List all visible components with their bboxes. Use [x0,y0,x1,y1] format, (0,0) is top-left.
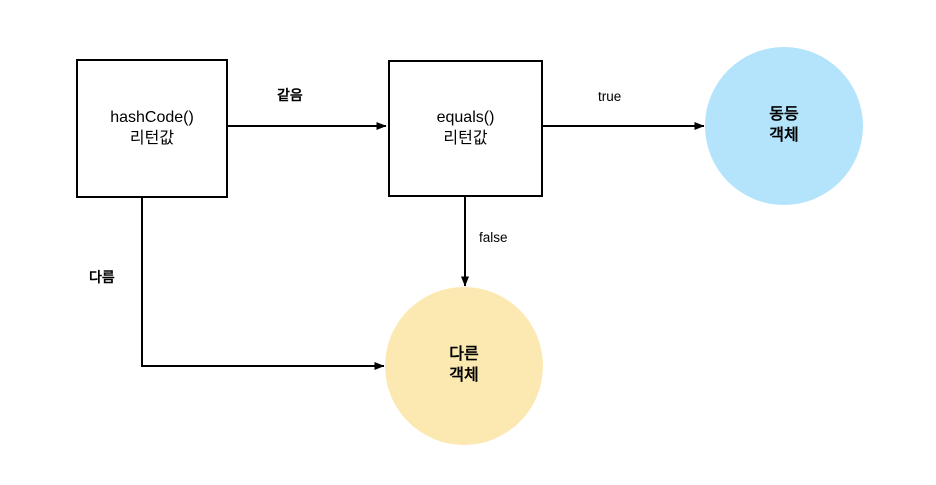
node-hashcode-box[interactable]: hashCode() 리턴값 [76,59,228,198]
node-equals-line1: equals() [436,108,495,126]
node-equals-box[interactable]: equals() 리턴값 [388,60,543,197]
node-hashcode-line2: 리턴값 [129,129,175,147]
node-equal-object-line2: 객체 [769,127,799,144]
edge-label-same: 같음 [277,87,303,103]
node-equal-object-line1: 동등 [769,106,799,124]
node-different-object-line1: 다른 [449,346,479,364]
edge-label-different: 다름 [89,269,115,285]
node-equals-line2: 리턴값 [443,129,488,147]
node-different-object-circle[interactable]: 다른 객체 [385,287,543,445]
node-different-object-line2: 객체 [449,367,479,384]
edge-label-true: true [598,89,622,104]
node-equal-object-circle[interactable]: 동등 객체 [705,47,863,205]
node-hashcode-line1: hashCode() [110,108,194,126]
edge-hashcode-to-different-object [141,198,385,370]
edge-label-false: false [479,230,508,245]
